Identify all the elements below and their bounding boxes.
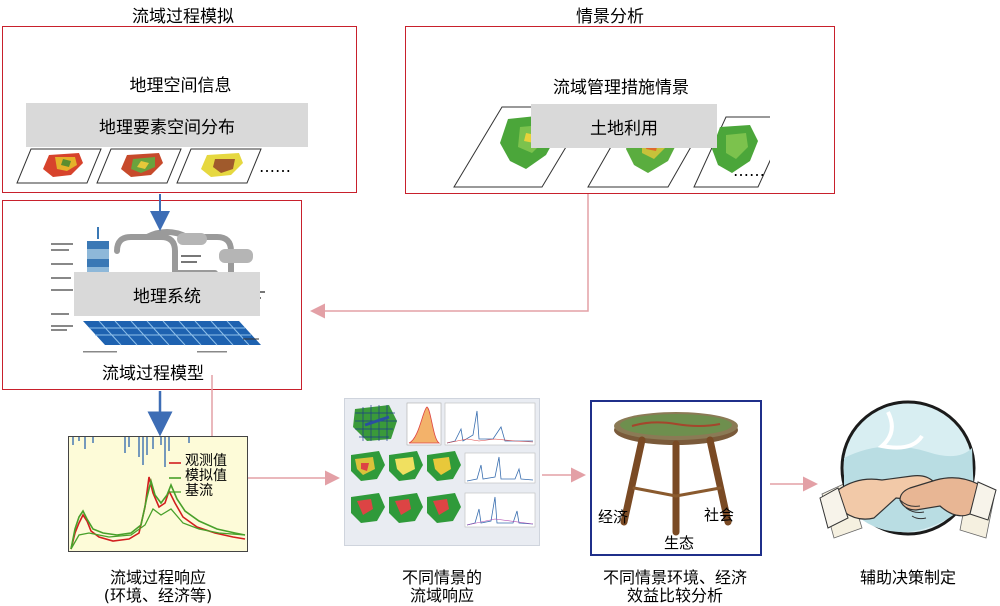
landuse-bar: 土地利用 — [531, 104, 717, 148]
section-title-watershed-simulation: 流域过程模拟 — [132, 7, 234, 27]
scenario-response-caption-2: 流域响应 — [409, 586, 474, 605]
stool-caption-2: 效益比较分析 — [626, 586, 723, 605]
stool-label-society: 社会 — [704, 506, 735, 524]
decision-caption: 辅助决策制定 — [859, 568, 956, 587]
handshake-icon — [819, 400, 997, 539]
legend-observed: 观测值 — [185, 453, 227, 469]
legend-baseflow: 基流 — [185, 483, 213, 499]
map-thumb-1 — [16, 148, 102, 184]
hydrograph-panel: 观测值 模拟值 基流 — [68, 436, 248, 552]
stool-label-economy: 经济 — [598, 508, 629, 526]
hydrograph-caption-2: (环境、经济等) — [103, 586, 213, 605]
stool-icon — [614, 412, 738, 536]
geographic-system-illustration — [51, 227, 265, 353]
spatial-info-box: 地理空间信息 …… — [2, 26, 357, 193]
scenario-ellipsis: …… — [733, 161, 765, 180]
section-title-scenario-analysis: 情景分析 — [576, 7, 644, 27]
hydrograph-caption-1: 流域过程响应 — [109, 568, 206, 587]
scenario-response-caption-1: 不同情景的 — [401, 568, 482, 587]
spatial-distribution-bar: 地理要素空间分布 — [26, 103, 308, 147]
map-thumb-2 — [96, 148, 182, 184]
stool-label-ecology: 生态 — [664, 534, 695, 552]
map-icon — [353, 405, 397, 441]
hydrograph-icon — [70, 437, 246, 550]
legend-simulated: 模拟值 — [185, 468, 227, 484]
scenario-response-panel — [344, 398, 540, 546]
geographic-system-bar: 地理系统 — [74, 272, 260, 316]
map-thumb-3 — [176, 148, 262, 184]
process-model-caption: 流域过程模型 — [102, 364, 204, 384]
left-arrow-icon — [310, 194, 589, 319]
spatial-info-heading: 地理空间信息 — [129, 76, 232, 96]
stool-panel: 经济 社会 生态 — [590, 400, 762, 556]
scenario-heading: 流域管理措施情景 — [553, 78, 689, 98]
stool-caption-1: 不同情景环境、经济 — [602, 568, 747, 587]
spatial-ellipsis: …… — [259, 157, 291, 176]
spatial-map-thumbnails — [16, 148, 262, 184]
landuse-map-3 — [693, 116, 770, 188]
